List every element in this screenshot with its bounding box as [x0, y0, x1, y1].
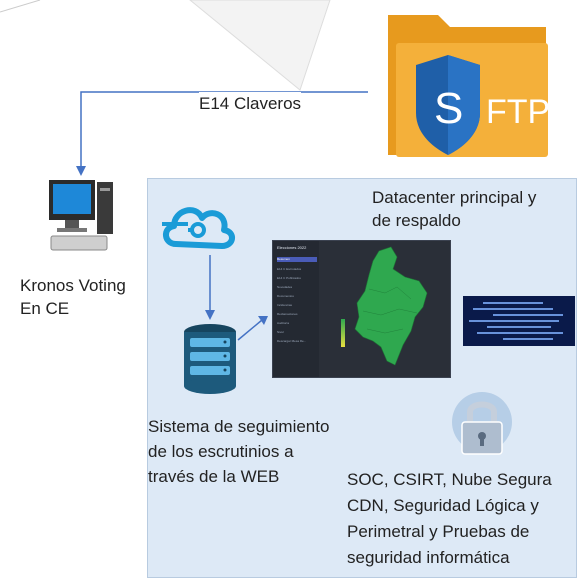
dashboard-menu-item: E14 C Publicados — [277, 276, 301, 280]
sftp-icon: S FTP — [368, 5, 558, 165]
sftp-s-letter: S — [434, 84, 463, 133]
database-icon — [184, 324, 236, 394]
dashboard-menu-item: Nivel — [277, 330, 284, 334]
e14-claveros-label: E14 Claveros — [199, 92, 302, 115]
dashboard-menu-item: Incidencias — [277, 303, 293, 307]
sftp-ftp-text: FTP — [486, 93, 550, 131]
colombia-map — [341, 246, 428, 366]
code-screen-image — [463, 296, 575, 346]
dashboard-menu-item: Descargar Mesa Re... — [277, 339, 307, 343]
dashboard-menu-item: Reclamaciones — [277, 312, 298, 316]
dashboard-sidebar: Elecciones 2022 Resumen E14 C Escrutados… — [273, 241, 319, 377]
dashboard-menu-item: Novedades — [277, 285, 293, 289]
kronos-voting-label: Kronos Voting En CE — [20, 276, 126, 318]
lock-icon — [452, 392, 512, 455]
sistema-seguimiento-label: Sistema de seguimiento de los escrutinio… — [148, 417, 330, 486]
computer-icon — [49, 180, 113, 251]
background-paper-shape — [0, 0, 331, 91]
cloud-icon — [162, 207, 235, 249]
datacenter-label: Datacenter principal y de respaldo — [372, 188, 537, 230]
dashboard-menu-item: Documentos — [277, 294, 294, 298]
dashboard-menu-item: E14 C Escrutados — [277, 267, 302, 271]
dashboard-menu-item: Auditoría — [277, 321, 290, 325]
soc-csirt-label: SOC, CSIRT, Nube Segura CDN, Seguridad L… — [347, 470, 552, 567]
dashboard-screenshot: Elecciones 2022 Resumen E14 C Escrutados… — [272, 240, 451, 378]
dashboard-menu-item: Resumen — [277, 257, 317, 262]
dashboard-title: Elecciones 2022 — [277, 245, 307, 250]
